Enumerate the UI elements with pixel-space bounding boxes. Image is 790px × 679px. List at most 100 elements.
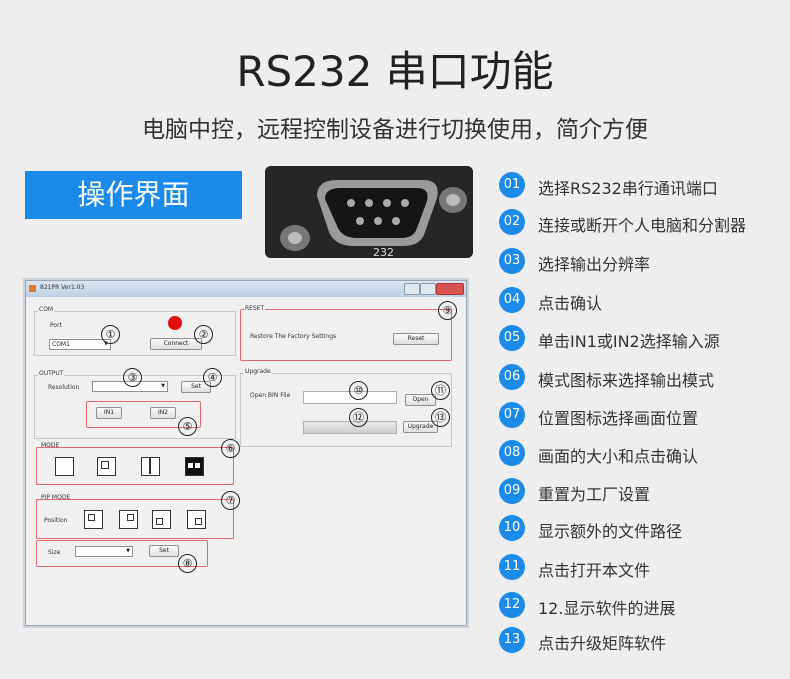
chevron-down-icon: ▼ bbox=[126, 548, 130, 554]
callout-11: ⑪ bbox=[431, 381, 450, 400]
list-item: 12 12.显示软件的进展 bbox=[499, 592, 789, 618]
item-text: 选择输出分辨率 bbox=[538, 255, 651, 274]
maximize-button[interactable] bbox=[420, 283, 436, 295]
item-text: 选择RS232串行通讯端口 bbox=[538, 179, 718, 198]
item-text: 12.显示软件的进展 bbox=[538, 599, 676, 618]
output-group-label: OUTPUT bbox=[38, 370, 65, 377]
chevron-down-icon: ▼ bbox=[161, 383, 165, 389]
window-title: 821PR Ver1.03 bbox=[40, 284, 85, 291]
pip-highlight bbox=[36, 499, 234, 539]
item-number-badge: 06 bbox=[499, 364, 525, 390]
item-text: 显示额外的文件路径 bbox=[538, 522, 683, 541]
resolution-set-button[interactable]: Set bbox=[181, 381, 211, 393]
callout-8: ⑧ bbox=[178, 554, 197, 573]
item-text: 点击打开本文件 bbox=[538, 561, 651, 580]
item-text: 点击升级矩阵软件 bbox=[538, 634, 667, 653]
resolution-label: Resolution bbox=[48, 384, 80, 391]
db9-connector-image: 232 bbox=[265, 166, 473, 258]
list-item: 10 显示额外的文件路径 bbox=[499, 515, 789, 541]
input-select-highlight bbox=[86, 401, 201, 428]
mode-group-label: MODE bbox=[40, 442, 61, 449]
minimize-button[interactable] bbox=[404, 283, 420, 295]
callout-3: ③ bbox=[123, 368, 142, 387]
item-number-badge: 08 bbox=[499, 440, 525, 466]
upgrade-group-label: Upgrade bbox=[244, 368, 272, 375]
callout-13: ⑬ bbox=[431, 408, 450, 427]
item-number-badge: 04 bbox=[499, 287, 525, 313]
page-subtitle: 电脑中控，远程控制设备进行切换使用，简介方便 bbox=[142, 117, 648, 143]
item-number-badge: 02 bbox=[499, 209, 525, 235]
list-item: 03 选择输出分辨率 bbox=[499, 248, 789, 274]
size-highlight bbox=[36, 540, 208, 567]
item-text: 位置图标选择画面位置 bbox=[538, 409, 699, 428]
size-set-button[interactable]: Set bbox=[149, 545, 179, 557]
item-number-badge: 12 bbox=[499, 592, 525, 618]
mode-side-by-side-icon[interactable] bbox=[141, 457, 160, 476]
callout-9: ⑨ bbox=[438, 301, 457, 320]
upgrade-button[interactable]: Upgrade bbox=[403, 421, 438, 433]
app-icon bbox=[29, 285, 36, 292]
upgrade-group bbox=[240, 373, 452, 447]
callout-7: ⑦ bbox=[221, 491, 240, 510]
reset-button[interactable]: Reset bbox=[393, 333, 439, 345]
callout-1: ① bbox=[101, 325, 120, 344]
reset-group bbox=[240, 309, 452, 361]
port-select[interactable]: COM1 ▼ bbox=[49, 339, 111, 350]
mode-split-icon[interactable] bbox=[185, 457, 204, 476]
port-label: Port bbox=[50, 322, 62, 329]
size-label: Size bbox=[48, 549, 61, 556]
item-text: 连接或断开个人电脑和分割器 bbox=[538, 216, 747, 235]
connector-marking: 232 bbox=[373, 246, 394, 258]
page-title: RS232 串口功能 bbox=[236, 47, 554, 96]
callout-10: ⑩ bbox=[349, 381, 368, 400]
section-label: 操作界面 bbox=[25, 171, 242, 219]
app-window: 821PR Ver1.03 COM Port COM1▼ ① Connect ②… bbox=[25, 280, 467, 626]
callout-6: ⑥ bbox=[221, 439, 240, 458]
position-label: Position bbox=[44, 517, 68, 524]
item-number-badge: 09 bbox=[499, 478, 525, 504]
mode-highlight bbox=[36, 447, 234, 485]
item-number-badge: 07 bbox=[499, 402, 525, 428]
rs232-connector-photo: 232 bbox=[265, 166, 473, 258]
size-select[interactable]: ▼ bbox=[75, 546, 133, 557]
list-item: 07 位置图标选择画面位置 bbox=[499, 402, 789, 428]
item-number-badge: 03 bbox=[499, 248, 525, 274]
position-bottom-right-icon[interactable] bbox=[187, 510, 206, 529]
connect-button[interactable]: Connect bbox=[150, 338, 202, 350]
item-text: 单击IN1或IN2选择输入源 bbox=[538, 332, 720, 351]
item-text: 点击确认 bbox=[538, 294, 603, 313]
com-group-label: COM bbox=[38, 306, 55, 313]
mode-pip-icon[interactable] bbox=[97, 457, 116, 476]
item-number-badge: 05 bbox=[499, 325, 525, 351]
item-number-badge: 11 bbox=[499, 554, 525, 580]
item-text: 重置为工厂设置 bbox=[538, 485, 651, 504]
port-value: COM1 bbox=[52, 341, 70, 348]
callout-4: ④ bbox=[203, 368, 222, 387]
list-item: 05 单击IN1或IN2选择输入源 bbox=[499, 325, 789, 351]
open-bin-label: Open BIN File bbox=[250, 392, 291, 399]
list-item: 04 点击确认 bbox=[499, 287, 789, 313]
in2-button[interactable]: IN2 bbox=[150, 407, 176, 419]
callout-12: ⑫ bbox=[349, 408, 368, 427]
chevron-down-icon: ▼ bbox=[104, 341, 108, 347]
list-item: 09 重置为工厂设置 bbox=[499, 478, 789, 504]
item-number-badge: 13 bbox=[499, 627, 525, 653]
list-item: 11 点击打开本文件 bbox=[499, 554, 789, 580]
item-number-badge: 10 bbox=[499, 515, 525, 541]
position-bottom-left-icon[interactable] bbox=[152, 510, 171, 529]
connection-status-indicator bbox=[168, 316, 182, 330]
window-titlebar: 821PR Ver1.03 bbox=[26, 281, 466, 297]
item-text: 画面的大小和点击确认 bbox=[538, 447, 699, 466]
pip-mode-group-label: PIP MODE bbox=[40, 494, 72, 501]
mode-single-icon[interactable] bbox=[55, 457, 74, 476]
list-item: 08 画面的大小和点击确认 bbox=[499, 440, 789, 466]
position-top-left-icon[interactable] bbox=[84, 510, 103, 529]
close-button[interactable] bbox=[436, 283, 464, 295]
list-item: 13 点击升级矩阵软件 bbox=[499, 627, 789, 653]
reset-group-label: RESET bbox=[244, 305, 266, 312]
position-top-right-icon[interactable] bbox=[119, 510, 138, 529]
in1-button[interactable]: IN1 bbox=[96, 407, 122, 419]
open-button[interactable]: Open bbox=[405, 394, 436, 406]
